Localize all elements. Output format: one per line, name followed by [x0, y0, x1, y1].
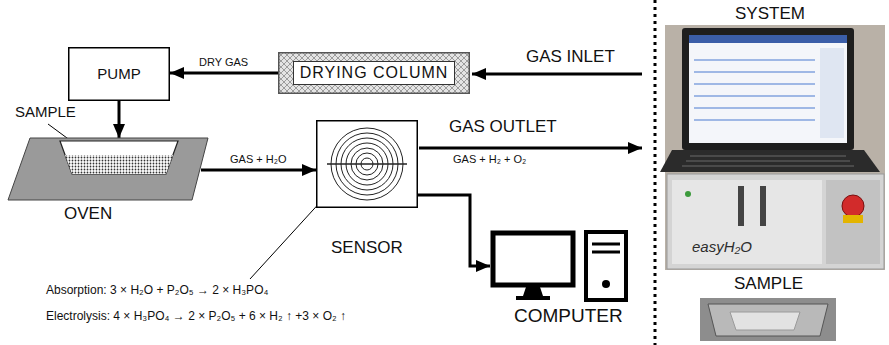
knob-base [843, 215, 863, 223]
node-label: COMPUTER [514, 305, 623, 328]
laptop-base [660, 150, 880, 172]
device-logo: easyH₂O [692, 238, 752, 256]
laptop-bezel [682, 28, 854, 150]
sensor-box: SENSOR [316, 120, 418, 208]
shape-polygon [65, 155, 173, 174]
node-outline [8, 138, 208, 200]
shape-rect [279, 53, 470, 94]
shape-line [327, 163, 407, 165]
node-label: OVEN [64, 204, 112, 224]
laptop-keys [682, 156, 854, 166]
node-outline [316, 120, 418, 208]
stop-knob [842, 195, 864, 217]
screen-panel [820, 48, 844, 138]
shape-path [523, 287, 543, 296]
device-body [667, 174, 884, 269]
node-label: DRYING COLUMN [293, 61, 456, 84]
screen-bar [689, 35, 847, 43]
shape-rect [493, 233, 573, 285]
shape-polygon [8, 138, 208, 200]
sample-material [730, 312, 800, 330]
edge-label: DRY GAS [198, 56, 249, 69]
inlet-arrow [472, 73, 642, 76]
divider-line [654, 0, 657, 345]
shape-rect [69, 48, 170, 101]
node-label: SENSOR [331, 238, 403, 258]
laptop-screen [689, 35, 847, 143]
device-front [672, 180, 822, 264]
system-photo [660, 25, 885, 270]
oven-shape: OVEN [8, 138, 208, 200]
shape-circle [602, 280, 610, 288]
process-box: PUMP [68, 47, 170, 101]
inlet-label: GAS INLET [525, 47, 616, 67]
shape-rect [586, 232, 626, 300]
sample-boat [708, 304, 828, 336]
photo-wall [665, 25, 885, 270]
panel-title: SYSTEM [734, 4, 806, 24]
gas-composition: GAS + H₂ + O₂ [452, 153, 527, 166]
device-slot [738, 186, 744, 226]
device-slot [760, 186, 766, 226]
flow-arrow [170, 72, 278, 75]
photo-ground [700, 298, 836, 341]
flow-arrow [201, 169, 316, 172]
panel-title: SAMPLE [733, 274, 804, 294]
node-outline [490, 230, 630, 302]
device-led [685, 191, 691, 197]
edge-label: GAS + H₂O [229, 153, 288, 166]
drying-column: DRYING COLUMN [278, 52, 470, 94]
node-label: PUMP [97, 65, 140, 83]
computer-icon: COMPUTER [490, 230, 630, 302]
shape-rect [516, 296, 550, 300]
flow-arrow [418, 195, 490, 266]
reaction-equation: Absorption: 3 × H₂O + P₂O₅ → 2 × H₃PO₄ [45, 283, 269, 297]
shape-rect [317, 121, 418, 208]
sample-photo [700, 298, 836, 341]
shape-polygon [60, 141, 178, 174]
sample-label: SAMPLE [14, 103, 77, 121]
flow-arrow [118, 101, 121, 138]
shape-path [592, 244, 620, 252]
outlet-arrow [419, 147, 642, 150]
screen-trace [694, 60, 815, 120]
reaction-equation: Electrolysis: 4 × H₃PO₄ → 2 × P₂O₅ + 6 ×… [45, 309, 347, 323]
device-side [826, 180, 880, 264]
outlet-label: GAS OUTLET [448, 117, 558, 137]
